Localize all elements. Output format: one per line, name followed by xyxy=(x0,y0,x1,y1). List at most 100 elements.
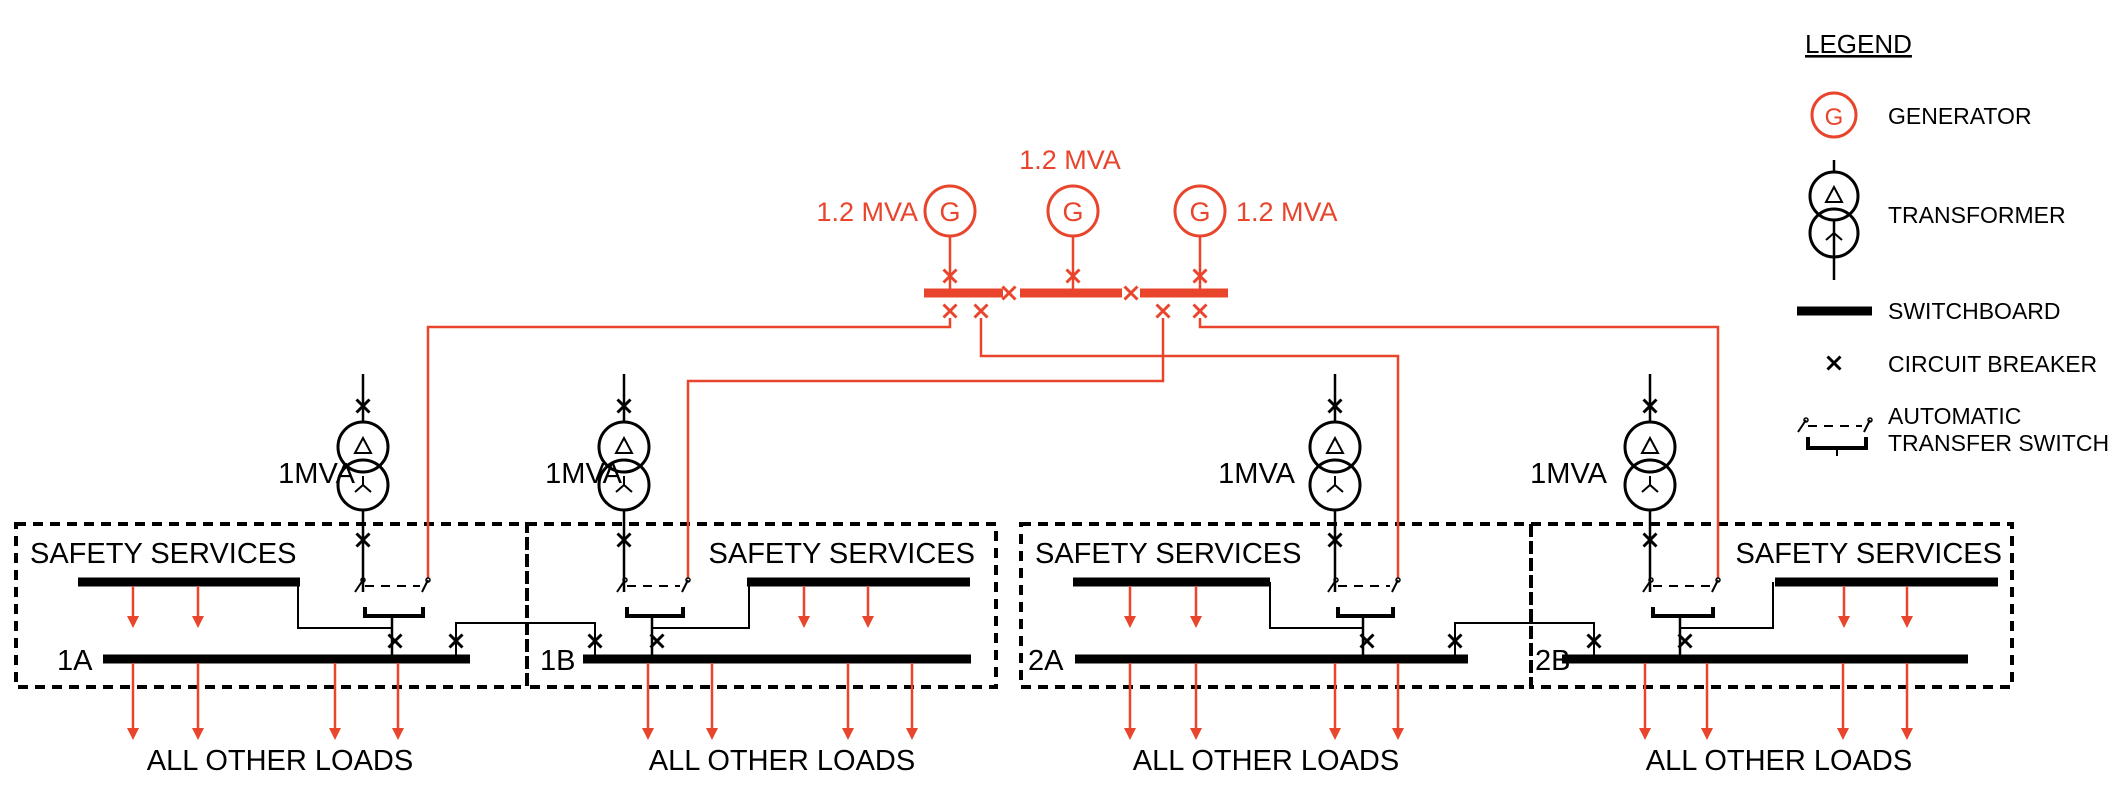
utility-breaker-2 xyxy=(616,398,632,414)
wye-winding-icon xyxy=(1649,484,1659,493)
wye-winding-icon xyxy=(1641,484,1651,493)
breaker-stroke xyxy=(1447,633,1463,649)
legend-ats-icon xyxy=(1797,417,1873,433)
ats-base-3 xyxy=(1336,607,1395,618)
load-arrow-head xyxy=(1838,616,1850,628)
generator-center-rating: 1.2 MVA xyxy=(1019,145,1121,175)
transformer-breaker-3 xyxy=(1327,532,1343,548)
ats-contact xyxy=(1867,417,1873,423)
general-load-arrow-3 xyxy=(329,663,341,740)
safety-load-arrow-1 xyxy=(127,586,139,628)
load-arrow-head xyxy=(329,728,341,740)
zone-1a-id: 1A xyxy=(57,645,93,677)
legend-breaker-icon xyxy=(1826,355,1842,371)
feeder-2a-breaker xyxy=(973,303,989,319)
transformer-primary-coil xyxy=(1623,420,1677,474)
legend-generator-label: GENERATOR xyxy=(1888,103,2032,129)
legend-transformer-label: TRANSFORMER xyxy=(1888,202,2066,228)
breaker-stroke xyxy=(1642,532,1658,548)
zone-2b-transformer-rating: 1MVA xyxy=(1530,458,1607,490)
wye-winding-icon xyxy=(1326,484,1336,493)
breaker-stroke xyxy=(1192,268,1208,284)
breaker-stroke xyxy=(1155,303,1171,319)
zone-box-1 xyxy=(14,522,529,689)
breaker-stroke xyxy=(1327,398,1343,414)
load-arrow-head xyxy=(1837,728,1849,740)
delta-winding-icon xyxy=(614,435,634,454)
zone-1b-loads-label: ALL OTHER LOADS xyxy=(649,745,915,777)
ats-contact xyxy=(1395,577,1401,583)
legend-title: LEGEND xyxy=(1805,29,1912,59)
legend-switchboard-label: SWITCHBOARD xyxy=(1888,298,2061,324)
breaker-stroke xyxy=(616,398,632,414)
zone-box-3 xyxy=(1019,522,1533,689)
wye-winding-icon xyxy=(362,484,372,493)
zone-1a-loads-label: ALL OTHER LOADS xyxy=(147,745,413,777)
breaker-stroke xyxy=(1642,398,1658,414)
breaker-stroke xyxy=(1359,633,1375,649)
main-breaker-2b xyxy=(1677,633,1693,649)
breaker-stroke xyxy=(355,398,371,414)
general-load-arrow-12 xyxy=(1392,663,1404,740)
load-arrow-head xyxy=(862,616,874,628)
zone-1a-transformer-rating: 1MVA xyxy=(278,458,355,490)
ats-3 xyxy=(1327,577,1401,593)
transformer-primary-coil xyxy=(597,420,651,474)
safety-link-1a xyxy=(297,582,393,629)
legend-transformer-icon xyxy=(1808,160,1860,280)
wye-winding-icon xyxy=(1334,484,1344,493)
coupler-breaker-2b xyxy=(1586,633,1602,649)
ats-contact xyxy=(1333,577,1339,583)
safety-link-1b xyxy=(651,582,750,629)
transformer-secondary-coil xyxy=(1623,458,1677,512)
legend-ats-label-line2: TRANSFER SWITCH xyxy=(1888,430,2109,456)
bus-tie-breaker-left xyxy=(1001,285,1017,301)
bus-coupler-2 xyxy=(1454,622,1595,655)
general-load-arrow-10 xyxy=(1190,663,1202,740)
legend-transformer-primary xyxy=(1808,170,1860,222)
legend-transformer-secondary xyxy=(1808,207,1860,259)
delta-winding-icon xyxy=(1325,435,1345,454)
feeder-2a xyxy=(979,318,1400,578)
transformer-4 xyxy=(1623,420,1677,512)
legend-wye-icon xyxy=(1825,232,1835,241)
safety-load-arrow-4 xyxy=(862,586,874,628)
generator-center-symbol: G xyxy=(1062,197,1083,227)
feeder-2b xyxy=(1198,318,1720,578)
zone-1a-safety-label: SAFETY SERVICES xyxy=(30,538,296,570)
breaker-stroke xyxy=(1327,532,1343,548)
general-load-arrow-15 xyxy=(1837,663,1849,740)
feeder-1a-breaker xyxy=(942,303,958,319)
load-arrow-head xyxy=(1901,616,1913,628)
safety-load-arrow-3 xyxy=(798,586,810,628)
main-breaker-1a xyxy=(387,633,403,649)
general-load-arrow-16 xyxy=(1901,663,1913,740)
safety-load-arrow-7 xyxy=(1838,586,1850,628)
load-arrow-head xyxy=(1190,616,1202,628)
load-arrow-head xyxy=(706,728,718,740)
transformer-breaker-4 xyxy=(1642,532,1658,548)
general-load-arrow-9 xyxy=(1124,663,1136,740)
gen-left-circle xyxy=(923,184,977,238)
gen-right-circle xyxy=(1173,184,1227,238)
safety-load-arrow-2 xyxy=(192,586,204,628)
legend-delta-icon xyxy=(1824,184,1844,203)
main-breaker-1b xyxy=(649,633,665,649)
gen-center-circle xyxy=(1046,184,1100,238)
breaker-stroke xyxy=(587,633,603,649)
ats-contact xyxy=(425,577,431,583)
generator-left-rating: 1.2 MVA xyxy=(816,197,918,227)
breaker-stroke xyxy=(1192,303,1208,319)
general-load-arrow-2 xyxy=(192,663,204,740)
delta-winding-icon xyxy=(353,435,373,454)
legend-generator-icon xyxy=(1810,91,1858,139)
coupler-breaker-1a xyxy=(448,633,464,649)
ats-contact xyxy=(622,577,628,583)
general-load-arrow-13 xyxy=(1639,663,1651,740)
zone-1b-transformer-rating: 1MVA xyxy=(545,458,622,490)
transformer-1 xyxy=(336,420,390,512)
main-breaker-2a xyxy=(1359,633,1375,649)
breaker-stroke xyxy=(1677,633,1693,649)
